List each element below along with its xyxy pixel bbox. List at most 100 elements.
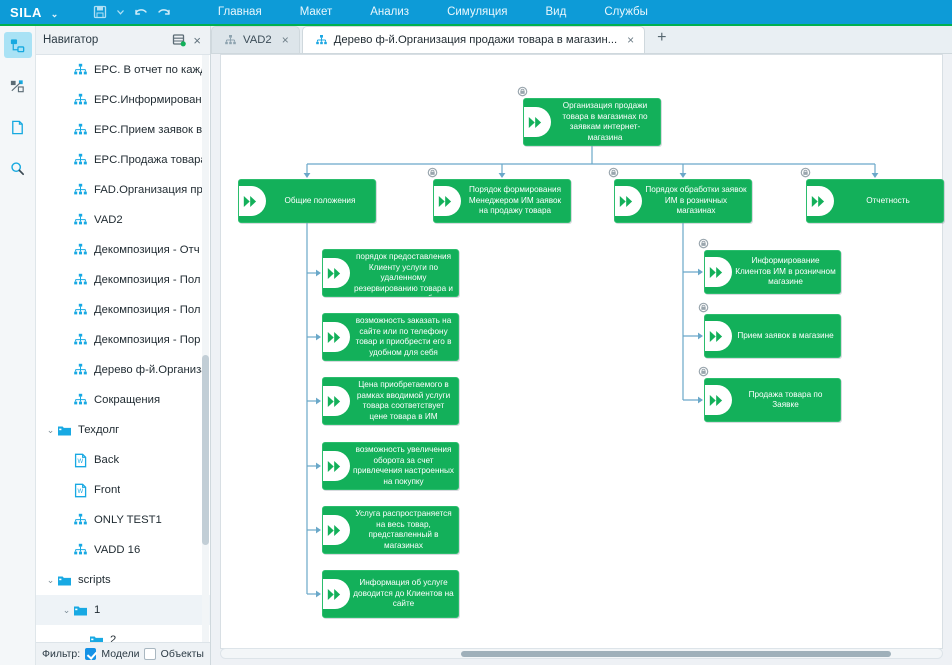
app-brand[interactable]: SILA ⌄ <box>10 5 59 20</box>
quick-toolbar <box>93 5 171 19</box>
tree-scrollbar[interactable] <box>202 55 209 642</box>
tree-item-label: Декомпозиция - Пол <box>94 274 201 286</box>
tree-item[interactable]: VAD2 <box>36 205 210 235</box>
diagram-node[interactable]: Организация продажи товара в магазинах п… <box>523 98 661 146</box>
tree-scroll-thumb[interactable] <box>202 355 209 545</box>
diagram-node-label: Цена приобретаемого в рамках вводимой ус… <box>356 380 451 421</box>
tree-item[interactable]: Сокращения <box>36 385 210 415</box>
tree-item-label: Техдолг <box>78 424 120 436</box>
diagram-node[interactable]: Информирование Клиентов ИМ в розничном м… <box>704 250 841 294</box>
diagram-connectors <box>303 146 879 598</box>
canvas-scroll-thumb[interactable] <box>461 651 891 657</box>
tree-item-label: ONLY TEST1 <box>94 514 162 526</box>
diagram-canvas[interactable]: Организация продажи товара в магазинах п… <box>211 54 952 665</box>
function-badge-icon <box>434 186 461 216</box>
filter-label-models: Модели <box>101 648 140 660</box>
chevron-down-icon[interactable]: ⌄ <box>46 574 55 585</box>
menu-item-simulyaciya[interactable]: Симуляция <box>447 6 508 18</box>
tab-label: Дерево ф-й.Организация продажи товара в … <box>333 34 618 46</box>
function-badge-icon <box>705 385 732 415</box>
tree-item[interactable]: EPC.Прием заявок в м <box>36 115 210 145</box>
diagram-node[interactable]: Цена приобретаемого в рамках вводимой ус… <box>322 377 459 425</box>
diagram-node[interactable]: Общие положения <box>238 179 376 223</box>
diagram-node[interactable]: Услуга распространяется на весь товар, п… <box>322 506 459 554</box>
diagram-node[interactable]: возможность заказать на сайте или по тел… <box>322 313 459 361</box>
tab-close-icon[interactable]: × <box>281 33 289 47</box>
tree-item[interactable]: VADD 16 <box>36 535 210 565</box>
diagram-node[interactable]: Порядок формирования Менеджером ИМ заяво… <box>433 179 571 223</box>
tree-item[interactable]: ⌄ scripts <box>36 565 210 595</box>
menu-item-analiz[interactable]: Анализ <box>370 6 410 18</box>
diagram-node-label: Порядок обработки заявок ИМ в розничных … <box>645 185 747 216</box>
chevron-down-icon[interactable] <box>116 5 125 19</box>
tree-item[interactable]: EPC.Информировани <box>36 85 210 115</box>
tree-item[interactable]: Декомпозиция - Отч <box>36 235 210 265</box>
menubar-accent-line <box>0 24 952 26</box>
menu-item-maket[interactable]: Макет <box>299 6 333 18</box>
model-icon <box>73 123 88 138</box>
tree-item[interactable]: EPC. В отчет по каждо <box>36 55 210 85</box>
redo-icon[interactable] <box>157 5 171 19</box>
tree-item[interactable]: FAD.Организация про <box>36 175 210 205</box>
tree-item[interactable]: ⌄1 <box>36 595 210 625</box>
svg-text:W: W <box>77 459 83 465</box>
tree-item-label: scripts <box>78 574 111 586</box>
model-icon <box>73 273 88 288</box>
menu-item-vid[interactable]: Вид <box>545 6 567 18</box>
save-icon[interactable] <box>93 5 107 19</box>
model-icon <box>73 93 88 108</box>
diagram-node[interactable]: Информация об услуге доводится до Клиент… <box>322 570 459 618</box>
diagram-node[interactable]: Отчетность <box>806 179 944 223</box>
diagram-node[interactable]: порядок предоставления Клиенту услуги по… <box>322 249 459 297</box>
diagram-surface[interactable]: Организация продажи товара в магазинах п… <box>220 54 944 649</box>
diagram-node[interactable]: Продажа товара по Заявке <box>704 378 841 422</box>
objects-icon[interactable] <box>4 73 32 99</box>
function-badge-icon <box>323 386 350 416</box>
undo-icon[interactable] <box>134 5 148 19</box>
filter-bar: Фильтр: Модели Объекты <box>36 642 210 665</box>
tree-item[interactable]: Декомпозиция - Пол <box>36 265 210 295</box>
canvas-horizontal-scrollbar[interactable] <box>220 648 943 659</box>
navigator-icon[interactable] <box>3 32 32 58</box>
occurrence-lock-icon <box>698 236 709 249</box>
repository-icon[interactable] <box>172 33 187 47</box>
menu-item-sluzhby[interactable]: Службы <box>604 6 648 18</box>
tab-vad2[interactable]: VAD2 × <box>211 26 300 53</box>
tree-item[interactable]: 2 <box>36 625 210 642</box>
chevron-down-icon[interactable]: ⌄ <box>46 424 55 435</box>
diagram-node[interactable]: возможность увеличения оборота за счет п… <box>322 442 459 490</box>
tab-label: VAD2 <box>243 34 272 46</box>
chevron-down-icon[interactable]: ⌄ <box>62 604 71 615</box>
model-icon <box>73 63 88 78</box>
tab-close-icon[interactable]: × <box>627 33 635 47</box>
tree-item[interactable]: ONLY TEST1 <box>36 505 210 535</box>
tree-item[interactable]: ⌄ Техдолг <box>36 415 210 445</box>
function-badge-icon <box>323 579 350 609</box>
tree-item[interactable]: Декомпозиция - Пол <box>36 295 210 325</box>
tree-item[interactable]: Декомпозиция - Пор <box>36 325 210 355</box>
close-icon[interactable]: × <box>193 32 201 48</box>
search-icon[interactable] <box>4 155 32 181</box>
diagram-node-label: возможность увеличения оборота за счет п… <box>353 445 454 486</box>
new-tab-button[interactable]: + <box>657 29 667 46</box>
chevron-down-icon[interactable]: ⌄ <box>50 8 59 19</box>
tab-derevo-funkcij[interactable]: Дерево ф-й.Организация продажи товара в … <box>301 26 646 53</box>
tree-item[interactable]: EPC.Продажа товара <box>36 145 210 175</box>
filter-checkbox-models[interactable] <box>85 648 97 660</box>
diagram-node-label: Прием заявок в магазине <box>737 330 834 340</box>
occurrence-lock-icon <box>517 84 528 97</box>
diagram-node[interactable]: Прием заявок в магазине <box>704 314 841 358</box>
filter-checkbox-objects[interactable] <box>144 648 156 660</box>
occurrence-lock-icon <box>608 165 619 178</box>
menu-item-glavnaya[interactable]: Главная <box>217 6 262 18</box>
function-badge-icon <box>239 186 266 216</box>
document-icon[interactable] <box>4 114 32 140</box>
tree-item-label: FAD.Организация про <box>94 184 206 196</box>
tree-item-label: EPC.Продажа товара <box>94 154 206 166</box>
tree-item[interactable]: Дерево ф-й.Организа <box>36 355 210 385</box>
diagram-node-label: Продажа товара по Заявке <box>748 389 823 410</box>
diagram-node[interactable]: Порядок обработки заявок ИМ в розничных … <box>614 179 752 223</box>
